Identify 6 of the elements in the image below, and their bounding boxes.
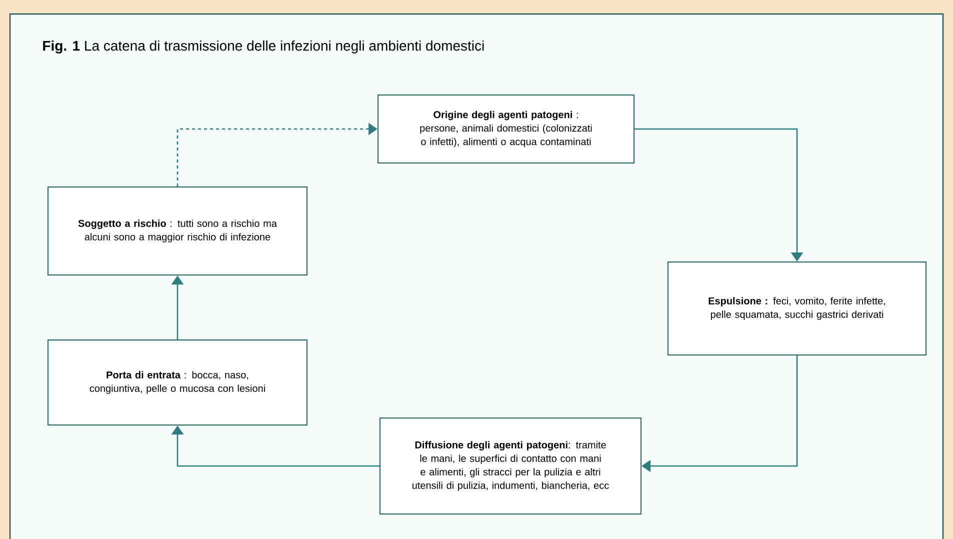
- process-box: Soggetto a rischio : tutti sono a rischio ma alcuni sono a maggior rischio di infezione: [48, 186, 308, 276]
- figure-title: Fig. 1 La catena di trasmissione delle infezioni negli ambienti domestici: [43, 40, 484, 54]
- process-box: Origine degli agenti patogeni : persone, animali domestici (colonizzati o infetti), alimenti o acqua contaminati: [378, 94, 634, 164]
- process-box: Diffusione degli agenti patogeni: tramite le mani, le superfici di contatto con mani e alimenti, gli stracci per la pulizia e altri utensili di pulizia, indumenti, biancheria, ecc: [380, 418, 642, 514]
- process-box: Espulsione : feci, vomito, ferite infette, pelle squamata, succhi gastrici derivati: [668, 262, 926, 356]
- process-box: Porta di entrata : bocca, naso, congiuntiva, pelle o mucosa con lesioni: [48, 340, 308, 426]
